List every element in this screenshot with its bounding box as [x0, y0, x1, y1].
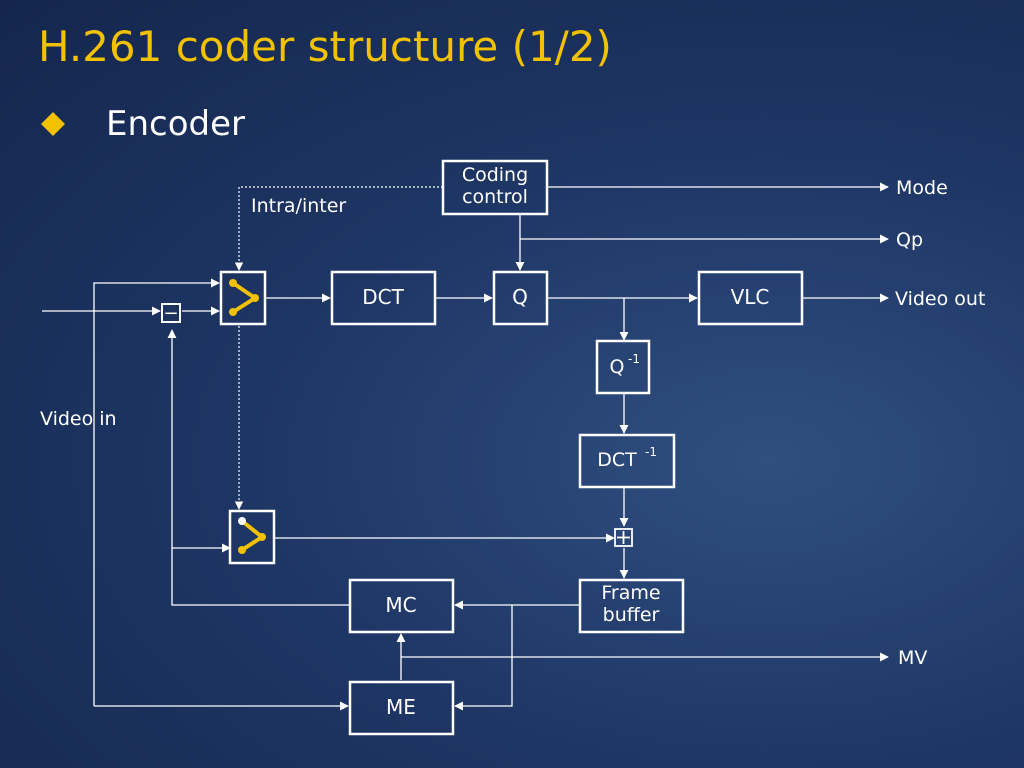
frame-buffer-block: Frame buffer — [578, 578, 685, 634]
subtract-symbol: − — [163, 303, 178, 324]
q-inverse-label: Q — [610, 356, 625, 378]
q-label: Q — [512, 285, 528, 309]
q-block: Q — [492, 270, 549, 326]
bullet-item: Encoder — [40, 104, 245, 144]
frame-buffer-label-1: Frame — [601, 582, 660, 604]
connection-lines — [42, 182, 889, 711]
me-block: ME — [348, 680, 455, 736]
slide-title: H.261 coder structure (1/2) — [38, 22, 612, 71]
mode-label: Mode — [896, 177, 948, 199]
q-inverse-block: Q -1 — [595, 339, 651, 395]
adder-node — [614, 528, 633, 547]
dct-label: DCT — [362, 285, 404, 309]
vlc-block: VLC — [697, 270, 804, 326]
dct-inverse-block: DCT -1 — [578, 433, 676, 489]
dct-inverse-superscript: -1 — [645, 445, 657, 459]
mc-block: MC — [348, 578, 455, 634]
diamond-bullet-icon — [40, 111, 74, 137]
me-label: ME — [386, 695, 416, 719]
frame-buffer-label-2: buffer — [603, 604, 660, 626]
mv-label: MV — [898, 647, 927, 669]
mc-label: MC — [385, 593, 416, 617]
coding-control-label-1: Coding — [462, 164, 528, 186]
control-dotted-lines — [234, 186, 443, 510]
video-in-label: Video in — [40, 408, 117, 430]
intra-inter-switch-bottom — [228, 509, 276, 565]
dct-inverse-label: DCT — [597, 449, 637, 471]
q-inverse-superscript: -1 — [628, 352, 640, 366]
coding-control-block: Coding control — [441, 159, 549, 216]
video-out-label: Video out — [895, 288, 985, 310]
qp-label: Qp — [896, 229, 923, 251]
vlc-label: VLC — [731, 285, 770, 309]
dct-block: DCT — [330, 270, 437, 326]
subtractor-node: − — [161, 303, 181, 324]
bullet-text: Encoder — [106, 104, 246, 144]
intra-inter-switch-top — [219, 270, 267, 326]
intra-inter-label: Intra/inter — [251, 195, 346, 217]
coding-control-label-2: control — [462, 186, 528, 208]
